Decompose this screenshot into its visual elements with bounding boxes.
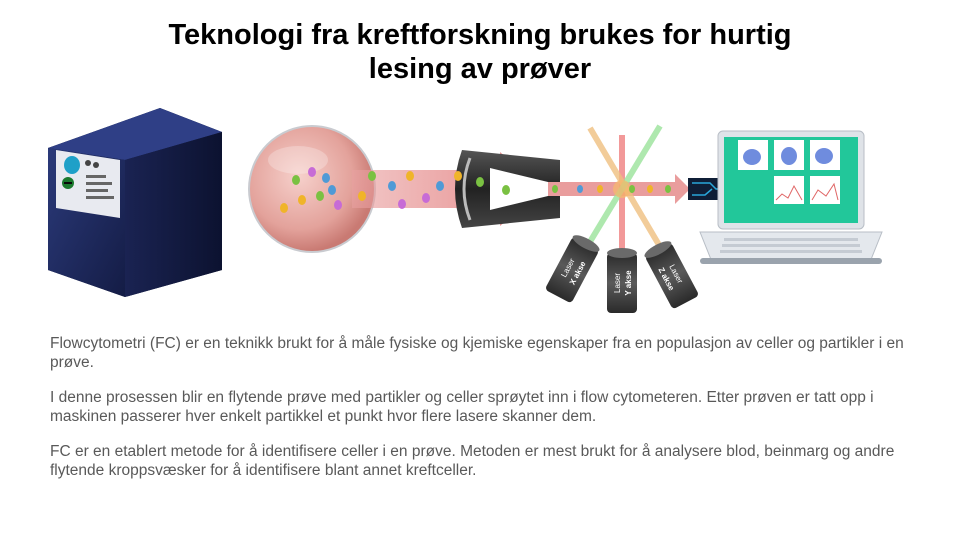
title-line-1: Teknologi fra kreftforskning brukes for … xyxy=(168,19,792,51)
laser-beams xyxy=(582,124,665,252)
flow-cytometry-diagram: Laser X akse Laser Y akse Laser Z akse xyxy=(48,108,883,313)
laser-y-name: Laser xyxy=(613,273,622,293)
paragraph-3: FC er en etablert metode for å identifis… xyxy=(50,443,895,479)
laser-y-axis: Y akse xyxy=(624,270,633,296)
cell-particles xyxy=(280,167,671,213)
droplet-logo-icon xyxy=(64,156,80,174)
flow-cytometer-machine xyxy=(48,108,222,297)
laser-z: Laser Z akse xyxy=(644,241,698,309)
paragraph-1: Flowcytometri (FC) er en teknikk brukt f… xyxy=(50,335,904,371)
title-line-2: lesing av prøver xyxy=(368,53,592,85)
description-text: Flowcytometri (FC) er en teknikk brukt f… xyxy=(50,334,910,496)
laptop-icon xyxy=(699,130,883,264)
laser-y: Laser Y akse xyxy=(607,248,637,313)
laser-x: Laser X akse xyxy=(546,235,600,303)
slide-title: Teknologi fra kreftforskning brukes for … xyxy=(80,18,880,86)
paragraph-2: I denne prosessen blir en flytende prøve… xyxy=(50,389,874,425)
